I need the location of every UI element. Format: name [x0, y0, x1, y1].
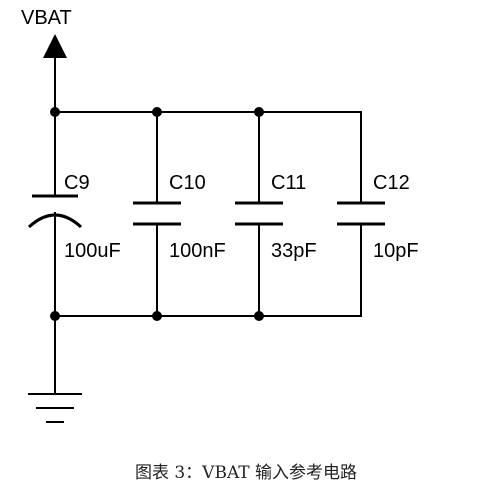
capacitor-c9: C9 100uF	[27, 111, 121, 317]
c10-ref-label: C10	[169, 172, 206, 194]
figure-caption: 图表 3：VBAT 输入参考电路	[135, 463, 357, 483]
capacitor-c10: C10 100nF	[133, 111, 226, 317]
vbat-label: VBAT	[21, 7, 72, 29]
junction-dot	[152, 107, 162, 117]
capacitor-c11: C11 33pF	[235, 111, 317, 317]
c10-value-label: 100nF	[169, 240, 226, 262]
junction-dot	[254, 107, 264, 117]
c9-ref-label: C9	[64, 172, 90, 194]
ground-icon	[28, 315, 82, 423]
junction-dot	[50, 107, 60, 117]
junction-dot	[254, 311, 264, 321]
c11-value-label: 33pF	[271, 240, 317, 262]
capacitor-c12: C12 10pF	[337, 111, 419, 317]
vbat-arrow-icon	[43, 34, 67, 58]
c12-ref-label: C12	[373, 172, 410, 194]
junction-dot	[152, 311, 162, 321]
c11-ref-label: C11	[271, 172, 306, 194]
c12-value-label: 10pF	[373, 240, 419, 262]
c9-value-label: 100uF	[64, 240, 121, 262]
